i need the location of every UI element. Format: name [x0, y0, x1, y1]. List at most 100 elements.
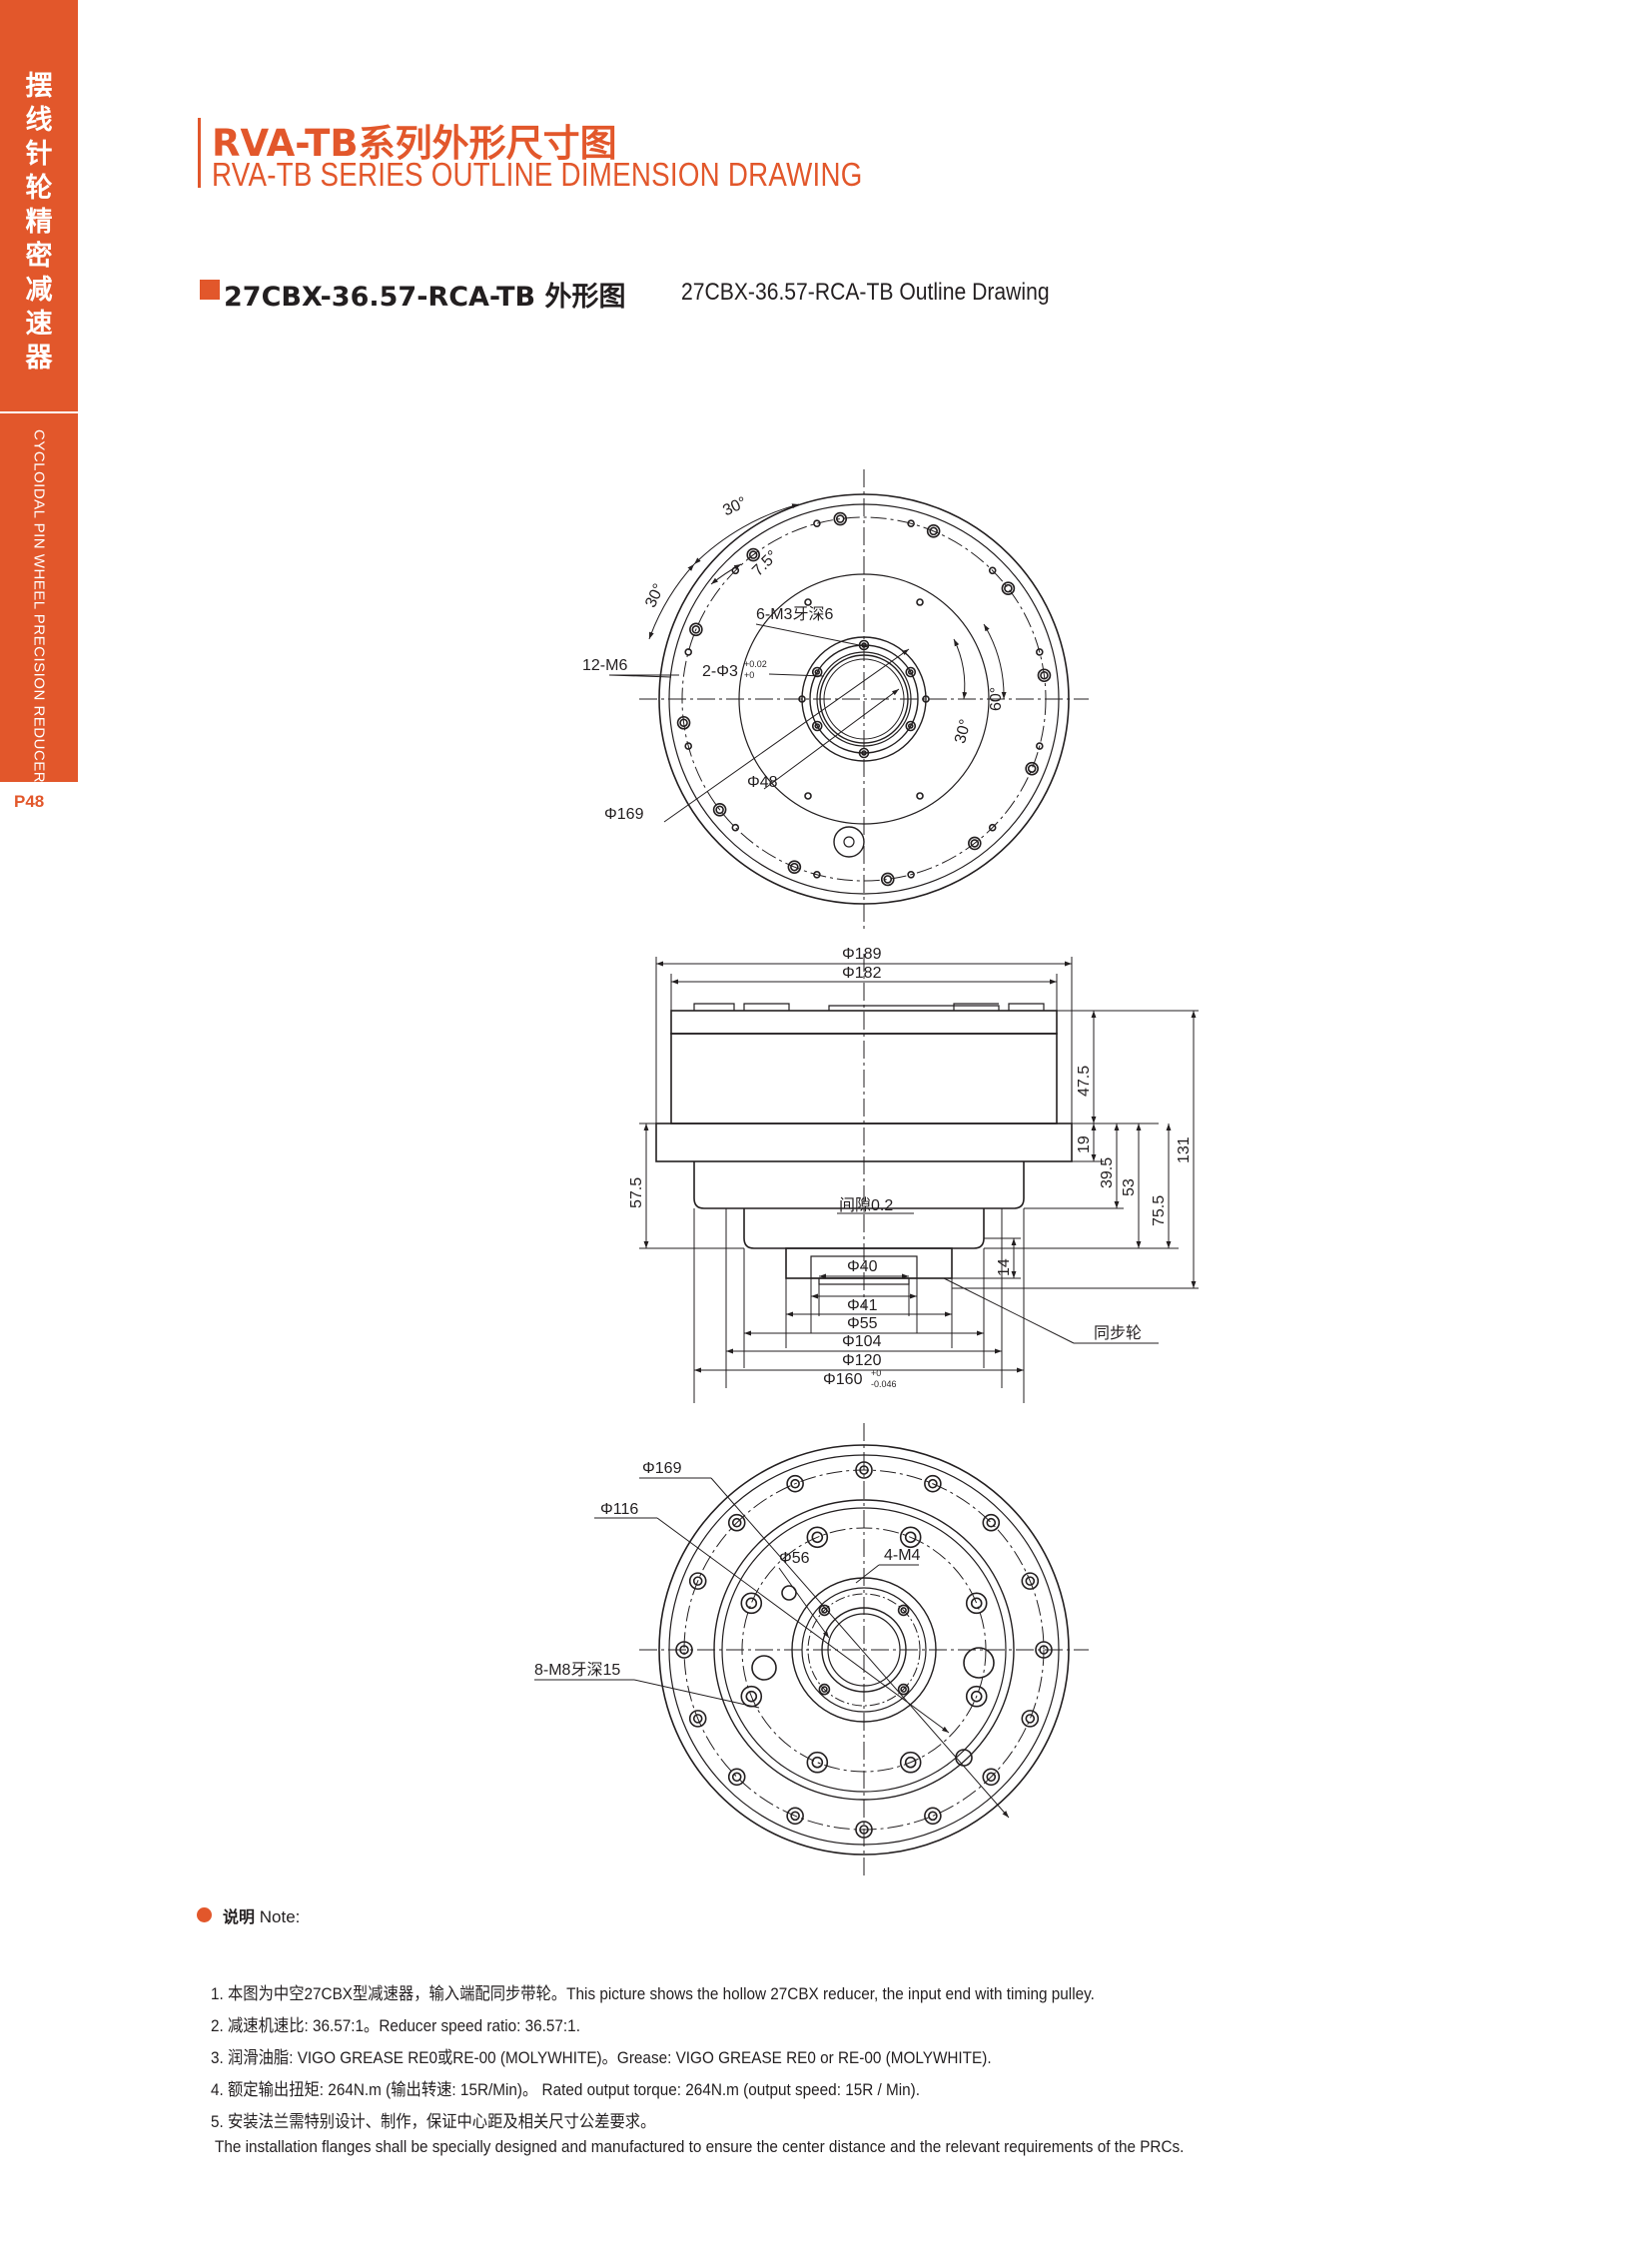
bolt-hole — [858, 747, 870, 759]
bolt-hole-inner — [986, 1517, 997, 1528]
bolt-hole — [897, 1604, 910, 1617]
bolt-hole-inner — [929, 526, 938, 536]
bolt-hole — [740, 1592, 763, 1615]
section-title-regular: 27CBX-36.57-RCA-TB Outline Drawing — [681, 279, 1050, 306]
bolt-hole-inner — [859, 1465, 869, 1475]
bolt-hole — [907, 870, 915, 879]
note-item: 2. 减速机速比: 36.57:1。Reducer speed ratio: 3… — [211, 2016, 580, 2035]
dimension-label: 75.5 — [1151, 1195, 1168, 1226]
bolt-hole — [786, 1807, 804, 1826]
bolt-hole — [1035, 1641, 1053, 1659]
bolt-hole-inner — [814, 723, 821, 729]
bolt-hole-inner — [811, 1531, 824, 1544]
side-view — [639, 954, 1199, 1403]
pulley-label: 同步轮 — [1094, 1324, 1142, 1342]
bolt-hole — [965, 1685, 988, 1708]
front-view — [608, 469, 1089, 929]
dimension-label: Φ182 — [842, 965, 882, 982]
bolt-hole-inner — [745, 1690, 758, 1703]
angle-label: 30° — [952, 718, 975, 746]
bolt-hole — [907, 519, 915, 528]
thread-label: 12-M6 — [582, 657, 627, 674]
bolt-hole — [688, 1710, 707, 1728]
bolt-hole — [684, 648, 693, 656]
bolt-hole — [818, 1683, 831, 1696]
tolerance-label: -0.046 — [871, 1379, 897, 1389]
bolt-hole-inner — [811, 1756, 824, 1769]
pin-hole-label: 2-Φ3 — [702, 663, 738, 680]
diameter-label: Φ169 — [604, 806, 644, 823]
dimension-label: Φ104 — [842, 1333, 882, 1350]
bolt-hole — [813, 870, 821, 879]
bolt-hole-inner — [1025, 1576, 1036, 1586]
bolt-hole-inner — [1004, 583, 1013, 593]
bolt-hole — [965, 1592, 988, 1615]
bolt-hole — [712, 802, 727, 817]
dimension-label: 47.5 — [1076, 1066, 1093, 1097]
bolt-hole — [899, 1526, 922, 1549]
bolt-hole — [798, 695, 806, 703]
bolt-hole-inner — [900, 1607, 907, 1614]
page-title-en: RVA-TB SERIES OUTLINE DIMENSION DRAWING — [212, 156, 863, 193]
note-heading: 说明 Note: — [223, 1907, 301, 1926]
bolt-hole-inner — [900, 1686, 907, 1693]
bolt-hole-inner — [907, 723, 914, 729]
page-title-cn: RVA-TB系列外形尺寸图 — [212, 122, 617, 165]
sidebar-category-en: CYCLOIDAL PIN WHEEL PRECISION REDUCER — [30, 429, 48, 784]
note-item: 4. 额定输出扭矩: 264N.m (输出转速: 15R/Min)。 Rated… — [211, 2080, 921, 2099]
section-marker — [200, 280, 220, 300]
bolt-hole — [880, 872, 895, 887]
bolt-hole — [897, 1683, 910, 1696]
bolt-hole-inner — [715, 805, 724, 815]
bolt-hole — [988, 823, 997, 832]
bolt-hole-inner — [821, 1686, 828, 1693]
section-title-bold: 27CBX-36.57-RCA-TB 外形图 — [224, 282, 626, 313]
bolt-hole — [1037, 668, 1052, 683]
dimension-label: Φ120 — [842, 1352, 882, 1369]
angle-label: 30° — [720, 494, 749, 520]
dimension-label: 57.5 — [628, 1177, 645, 1208]
thread-label: 6-M3牙深6 — [756, 605, 833, 623]
bolt-hole-inner — [970, 1597, 983, 1610]
bolt-hole — [727, 1513, 746, 1532]
bolt-hole — [924, 1474, 942, 1493]
bolt-hole — [1035, 742, 1044, 750]
bolt-hole-inner — [928, 1478, 938, 1489]
thread-label: 4-M4 — [884, 1547, 921, 1564]
bolt-hole-inner — [928, 1811, 938, 1822]
bolt-hole-inner — [731, 1772, 742, 1783]
bolt-hole — [787, 860, 802, 874]
bolt-hole-inner — [790, 1811, 800, 1822]
bolt-hole-inner — [745, 1597, 758, 1610]
bolt-hole — [899, 1751, 922, 1774]
bolt-hole-inner — [970, 839, 980, 848]
bolt-hole-inner — [790, 862, 799, 872]
bolt-hole-inner — [731, 1517, 742, 1528]
title-accent-bar — [198, 118, 201, 188]
bolt-hole — [806, 1751, 829, 1774]
bolt-hole — [676, 715, 691, 730]
dimension-label: Φ189 — [842, 946, 882, 963]
bolt-hole — [806, 1526, 829, 1549]
gap-label: 间隙0.2 — [839, 1196, 893, 1214]
front-view-labels: 30° 30° 7.5° 6-M3牙深6 2-Φ3 +0.02 +0 12-M6… — [582, 494, 1005, 823]
angle-label: 7.5° — [749, 547, 781, 579]
bolt-hole — [781, 1585, 797, 1601]
bolt-hole — [926, 524, 941, 538]
bolt-hole-inner — [692, 1576, 703, 1586]
bolt-hole-inner — [859, 1825, 869, 1835]
bolt-hole — [855, 1461, 873, 1479]
dimension-label: Φ40 — [847, 1258, 878, 1275]
bolt-hole — [1035, 648, 1044, 656]
bolt-hole — [916, 598, 924, 606]
bolt-hole-inner — [790, 1478, 800, 1489]
note-item: The installation flanges shall be specia… — [215, 2137, 1185, 2156]
diameter-label: Φ56 — [779, 1550, 810, 1567]
bolt-hole — [751, 1655, 777, 1681]
note-bullet — [197, 1907, 212, 1922]
tolerance-label: +0 — [871, 1368, 881, 1378]
bolt-hole — [811, 720, 823, 732]
bolt-hole — [811, 666, 823, 678]
bolt-hole — [818, 1604, 831, 1617]
bolt-hole — [982, 1513, 1001, 1532]
